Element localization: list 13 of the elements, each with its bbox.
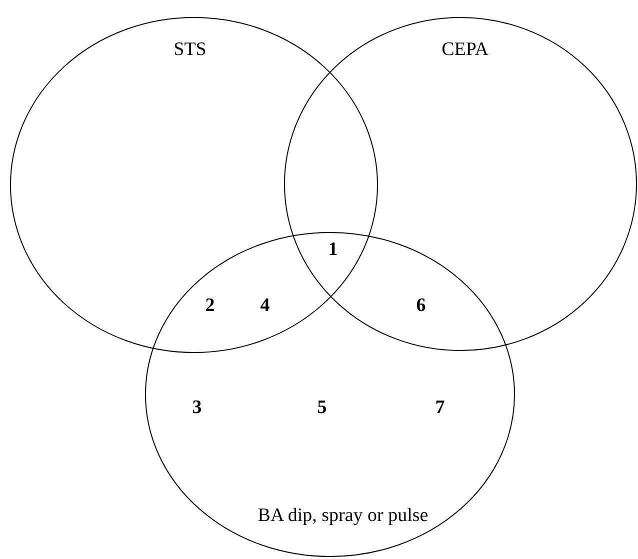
- set-ellipse: [284, 17, 637, 351]
- set-label: BA dip, spray or pulse: [258, 505, 428, 527]
- region-number: 4: [260, 295, 270, 317]
- set-ellipse: [10, 17, 378, 353]
- region-number: 7: [435, 397, 445, 419]
- set-ellipse: [145, 232, 515, 557]
- region-number: 3: [192, 397, 202, 419]
- region-number: 1: [328, 239, 338, 261]
- region-number: 6: [416, 295, 426, 317]
- set-label: CEPA: [442, 39, 488, 61]
- set-label: STS: [174, 39, 206, 61]
- region-number: 2: [205, 295, 215, 317]
- region-number: 5: [317, 397, 327, 419]
